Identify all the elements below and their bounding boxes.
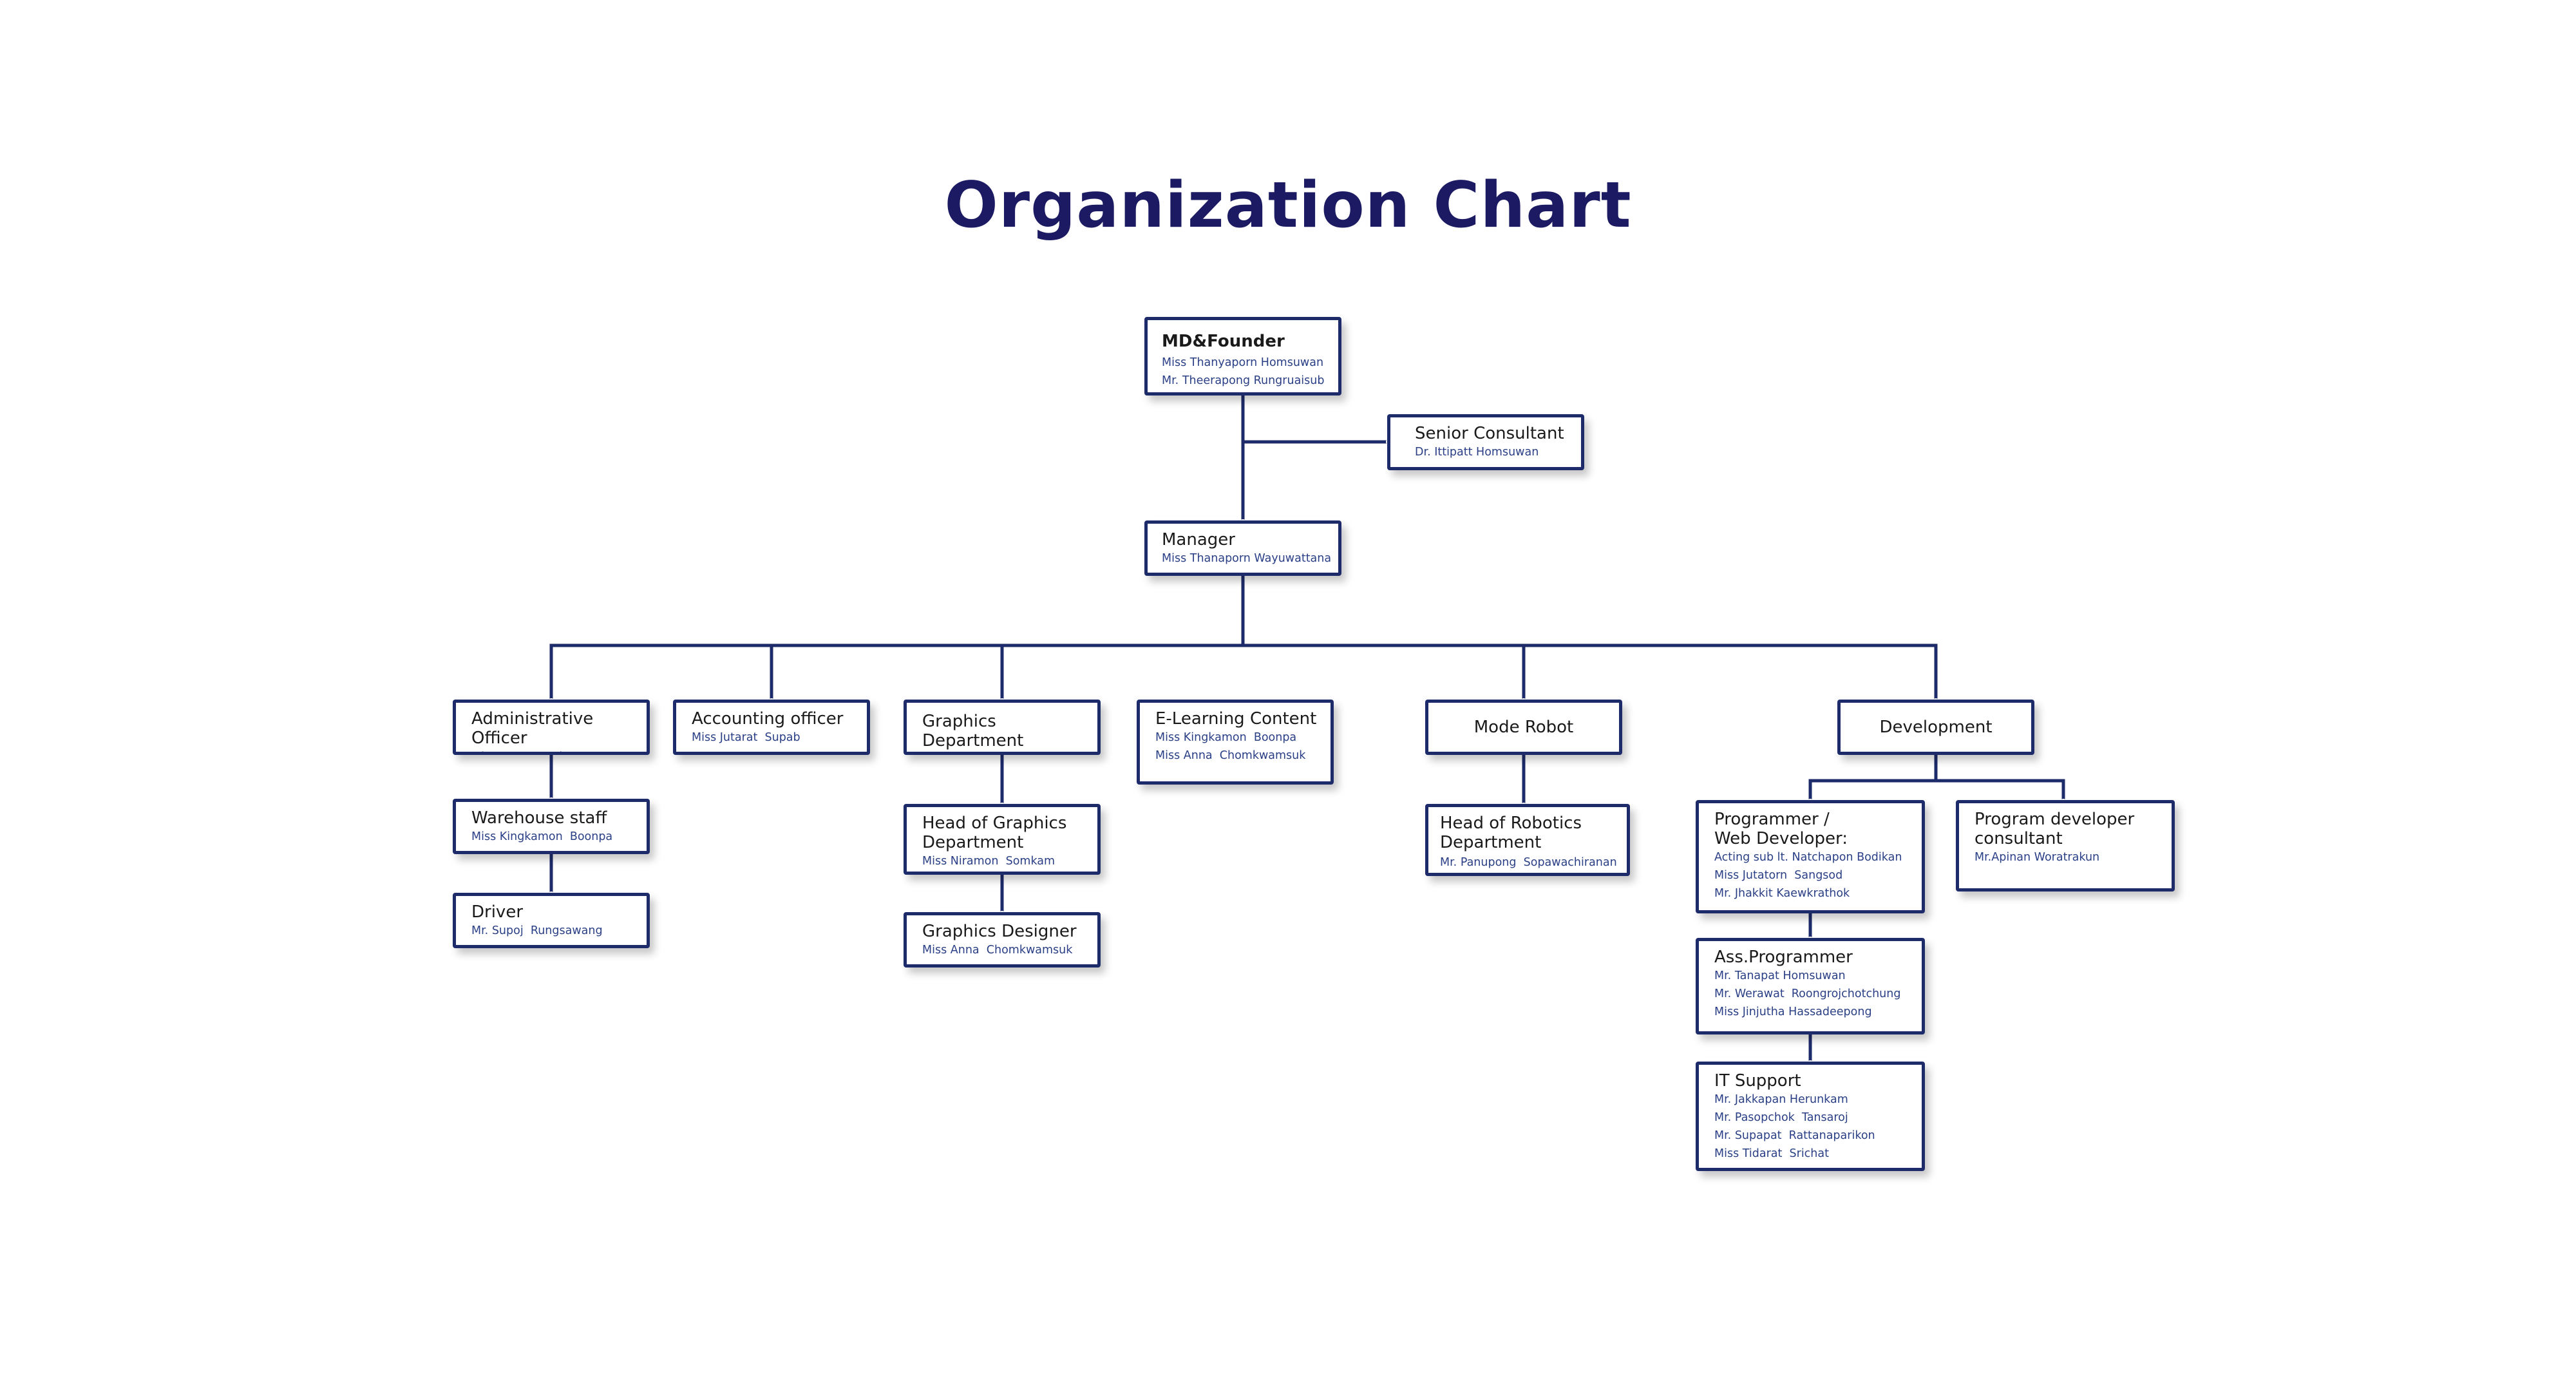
person-name: Miss Niramon Somkam	[922, 855, 1056, 868]
person-name: Miss Tidarat Srichat	[1714, 1147, 1829, 1160]
node-title: Senior Consultant	[1415, 424, 1564, 443]
node-md-founder: MD&Founder Miss Thanyaporn Homsuwan Mr. …	[1144, 317, 1341, 396]
person-name: Mr. Tanapat Homsuwan	[1714, 969, 1846, 982]
people-list: Acting sub lt. Natchapon Bodikan Miss Ju…	[1714, 848, 1915, 902]
node-warehouse-staff: Warehouse staff Miss Kingkamon Boonpa	[453, 799, 650, 854]
node-manager: Manager Miss Thanaporn Wayuwattana	[1144, 520, 1341, 576]
node-title: Mode Robot	[1473, 718, 1574, 737]
person-name: Miss Anna Chomkwamsuk	[922, 944, 1073, 957]
people-list: Miss Kingkamon Boonpa Miss Anna Chomkwam…	[1155, 729, 1321, 765]
node-development: Development	[1837, 700, 2034, 755]
node-title: Driver	[471, 902, 524, 922]
people-list: Mr. Jakkapan Herunkam Mr. Pasopchok Tans…	[1714, 1091, 1915, 1163]
person-name: Mr. Supapat Rattanaparikon	[1714, 1129, 1875, 1142]
people-list: Miss Thanaporn Wayuwattana	[1162, 549, 1332, 567]
node-ass-programmer: Ass.Programmer Mr. Tanapat Homsuwan Mr. …	[1696, 938, 1925, 1034]
node-graphics-department: Graphics Department	[904, 700, 1101, 755]
node-mode-robot: Mode Robot	[1425, 700, 1622, 755]
person-name: Miss Anna Chomkwamsuk	[1155, 749, 1306, 762]
chart-title: Organization Chart	[944, 169, 1632, 242]
person-name: Mr.Apinan Woratrakun	[1975, 851, 2100, 864]
node-graphics-designer: Graphics Designer Miss Anna Chomkwamsuk	[904, 912, 1101, 968]
node-head-of-graphics: Head of Graphics Department Miss Niramon…	[904, 804, 1101, 875]
node-programmer: Programmer / Web Developer: Acting sub l…	[1696, 800, 1925, 913]
node-title: Head of Graphics Department	[922, 814, 1067, 852]
person-name: Dr. Ittipatt Homsuwan	[1415, 446, 1539, 459]
person-name: Miss Jutarat Supab	[692, 731, 800, 744]
node-administrative-officer: Administrative Officer Miss Jeerawat Phu…	[453, 700, 650, 755]
node-title: Warehouse staff	[471, 808, 607, 828]
node-title: Graphics Designer	[922, 922, 1077, 941]
node-title: MD&Founder	[1162, 332, 1285, 351]
people-list: Mr. Supoj Rungsawang	[471, 922, 638, 940]
node-title: E-Learning Content	[1155, 709, 1317, 729]
node-program-developer-consultant: Program developer consultant Mr.Apinan W…	[1956, 800, 2175, 891]
node-elearning-content: E-Learning Content Miss Kingkamon Boonpa…	[1137, 700, 1334, 785]
people-list: Miss Anna Chomkwamsuk	[922, 941, 1088, 959]
person-name: Miss Jinjutha Hassadeepong	[1714, 1006, 1872, 1018]
person-name: Mr. Jhakkit Kaewkrathok	[1714, 887, 1850, 900]
people-list: Miss Jutarat Supab	[692, 729, 858, 747]
people-list: Mr. Tanapat Homsuwan Mr. Werawat Roongro…	[1714, 967, 1915, 1021]
node-title: Graphics Department	[922, 712, 1024, 750]
people-list: Miss Thanyaporn Homsuwan Mr. Theerapong …	[1162, 354, 1324, 390]
people-list: Dr. Ittipatt Homsuwan	[1415, 443, 1567, 461]
person-name: Mr. Pasopchok Tansaroj	[1714, 1111, 1848, 1124]
node-title: Accounting officer	[692, 709, 844, 729]
node-head-of-robotics: Head of Robotics Department Mr. Panupong…	[1425, 804, 1630, 876]
person-name: Mr. Panupong Sopawachiranan	[1440, 856, 1617, 869]
node-title: IT Support	[1714, 1071, 1801, 1091]
people-list: Miss Jeerawat Phuangraya	[471, 748, 638, 752]
person-name: Miss Jeerawat Phuangraya	[471, 748, 638, 752]
person-name: Miss Kingkamon Boonpa	[1155, 731, 1297, 744]
people-list: Miss Kingkamon Boonpa	[471, 828, 638, 846]
node-title: Ass.Programmer	[1714, 948, 1853, 967]
node-title: Manager	[1162, 530, 1235, 549]
people-list: Mr.Apinan Woratrakun	[1975, 848, 2165, 866]
person-name: Miss Kingkamon Boonpa	[471, 830, 613, 843]
person-name: Mr. Jakkapan Herunkam	[1714, 1093, 1848, 1106]
node-it-support: IT Support Mr. Jakkapan Herunkam Mr. Pas…	[1696, 1062, 1925, 1171]
person-name: Miss Thanyaporn Homsuwan	[1162, 356, 1324, 369]
node-title: Head of Robotics Department	[1440, 814, 1582, 852]
people-list: Miss Niramon Somkam	[922, 852, 1088, 870]
node-driver: Driver Mr. Supoj Rungsawang	[453, 893, 650, 948]
person-name: Miss Jutatorn Sangsod	[1714, 869, 1843, 882]
node-accounting-officer: Accounting officer Miss Jutarat Supab	[673, 700, 870, 755]
node-title: Programmer / Web Developer:	[1714, 810, 1848, 848]
person-name: Mr. Theerapong Rungruaisub	[1162, 374, 1325, 387]
person-name: Mr. Supoj Rungsawang	[471, 924, 603, 937]
node-title: Administrative Officer	[471, 709, 594, 748]
node-senior-consultant: Senior Consultant Dr. Ittipatt Homsuwan	[1387, 414, 1584, 470]
person-name: Miss Thanaporn Wayuwattana	[1162, 552, 1332, 565]
people-list: Mr. Panupong Sopawachiranan	[1440, 853, 1620, 872]
node-title: Program developer consultant	[1975, 810, 2135, 848]
node-title: Development	[1879, 718, 1993, 737]
person-name: Mr. Werawat Roongrojchotchung	[1714, 987, 1901, 1000]
person-name: Acting sub lt. Natchapon Bodikan	[1714, 851, 1902, 864]
